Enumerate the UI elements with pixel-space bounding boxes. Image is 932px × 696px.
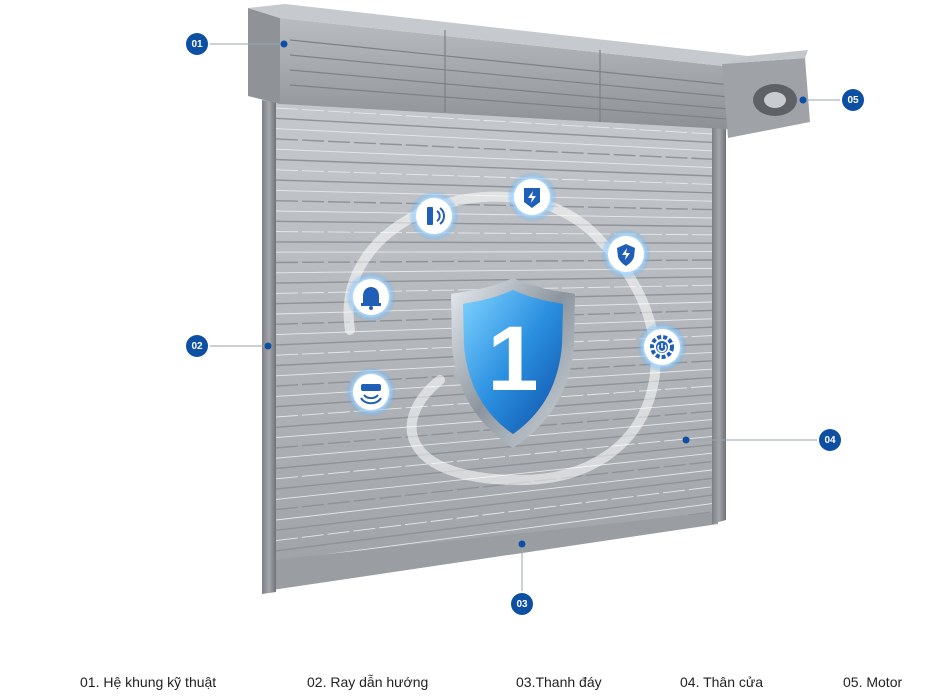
callout-02: 02: [186, 335, 208, 357]
callout-05: 05: [842, 89, 864, 111]
callout-03: 03: [511, 593, 533, 615]
technical-frame: [248, 4, 810, 138]
gear-power-icon: [637, 322, 687, 372]
caption-guide-rail: 02. Ray dẫn hướng: [307, 674, 429, 690]
caption-motor: 05. Motor: [843, 674, 903, 690]
power-icon: [507, 172, 557, 222]
caption-door-body: 04. Thân cửa: [680, 674, 764, 690]
caption-frame: 01. Hệ khung kỹ thuật: [80, 674, 217, 690]
bell-icon: [346, 272, 396, 322]
callout-leaders: [207, 43, 842, 593]
shield-number: 1: [487, 308, 538, 410]
detector-icon: [346, 367, 396, 417]
right-guide-rail: [712, 128, 726, 524]
callout-04: 04: [819, 429, 841, 451]
feature-icons: [346, 172, 687, 417]
bottom-bar: [272, 512, 718, 590]
sensor-icon: [409, 191, 459, 241]
shield-emblem: 1: [451, 278, 575, 448]
callout-dots: [264, 40, 807, 548]
shield-bolt-icon: [601, 229, 651, 279]
caption-bottom-bar: 03.Thanh đáy: [516, 674, 602, 690]
callout-01: 01: [186, 33, 208, 55]
